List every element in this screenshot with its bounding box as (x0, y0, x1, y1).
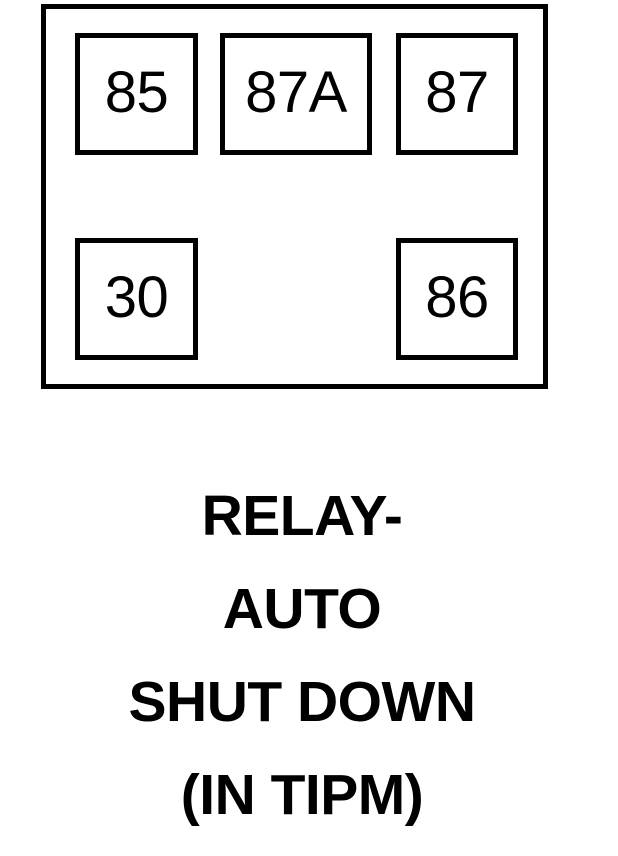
relay-caption-line-2: AUTO (222, 577, 382, 641)
relay-terminal-86[interactable]: 86 (396, 238, 518, 360)
relay-terminal-87a[interactable]: 87A (220, 33, 372, 155)
relay-terminal-30-label: 30 (104, 265, 169, 330)
relay-caption-line-3: SHUT DOWN (128, 670, 476, 734)
relay-caption-line-1: RELAY- (201, 484, 403, 548)
relay-terminal-85[interactable]: 85 (75, 33, 198, 155)
relay-terminal-85-label: 85 (104, 60, 169, 125)
relay-caption: RELAY- AUTO SHUT DOWN (IN TIPM) (0, 470, 604, 842)
relay-body-outline: 85 87A 87 30 86 (41, 4, 548, 389)
relay-terminal-87[interactable]: 87 (396, 33, 518, 155)
relay-terminal-30[interactable]: 30 (75, 238, 198, 360)
relay-caption-line-4: (IN TIPM) (180, 763, 424, 827)
relay-terminal-87-label: 87 (425, 60, 489, 125)
relay-terminal-86-label: 86 (425, 265, 489, 330)
relay-terminal-87a-label: 87A (245, 60, 347, 125)
